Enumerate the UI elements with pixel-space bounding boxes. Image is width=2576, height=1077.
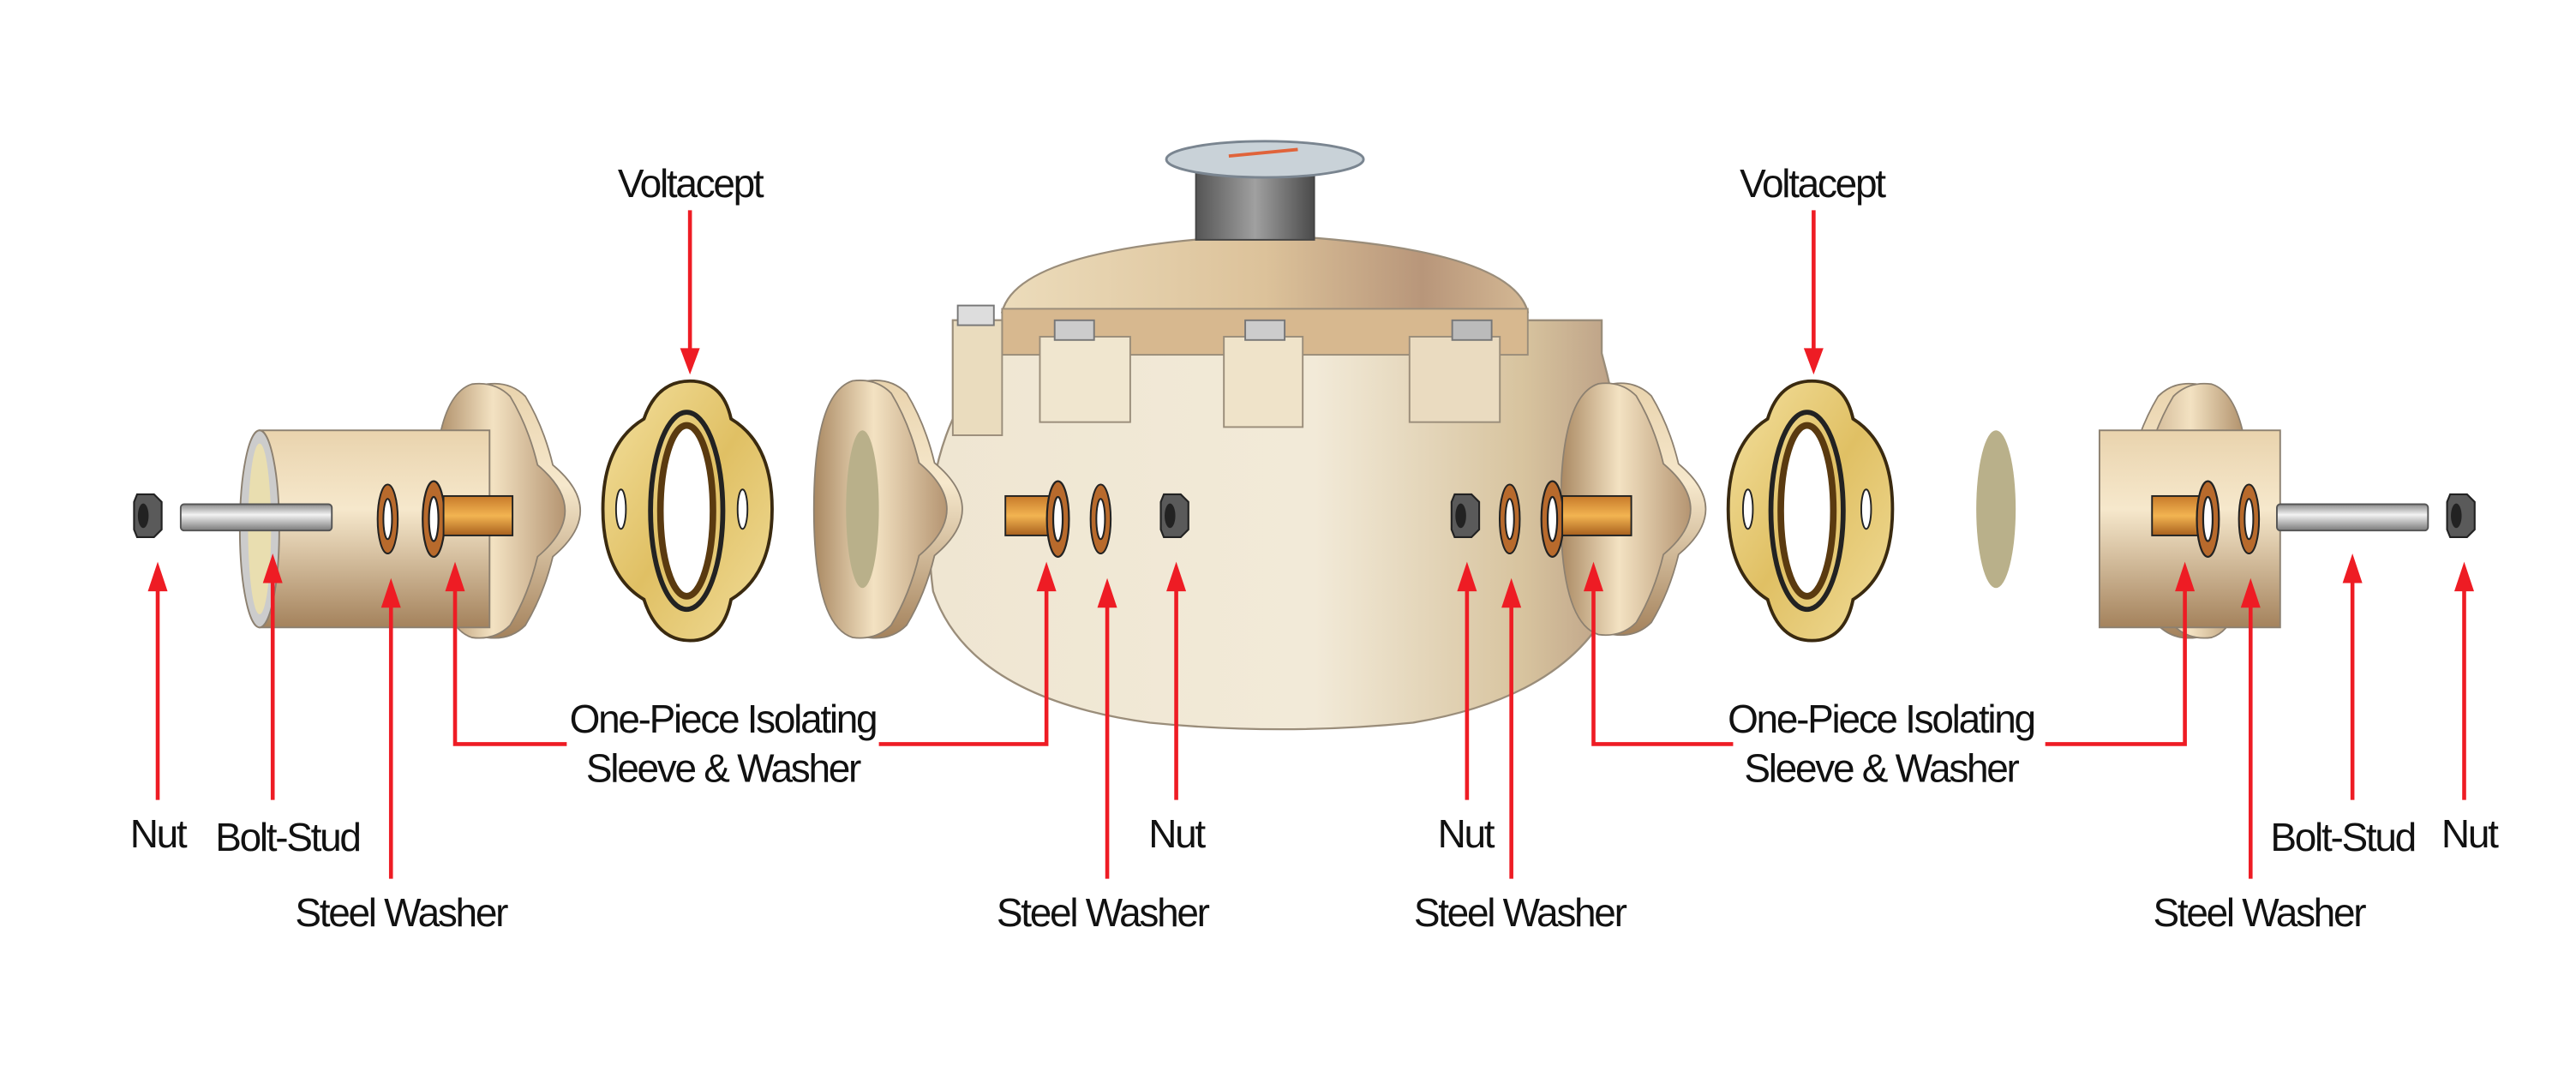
label-voltacept-right: Voltacept [1740, 161, 1886, 206]
label-steel-washer-center-right: Steel Washer [1414, 890, 1627, 935]
bolt-stud-right [2276, 503, 2429, 532]
label-nut-far-left: Nut [130, 811, 188, 856]
label-bolt-stud-right: Bolt-Stud [2270, 815, 2415, 859]
bolt-stud-left [179, 503, 333, 532]
label-bolt-stud-left: Bolt-Stud [215, 815, 360, 859]
steel-washer-icon [1089, 483, 1112, 555]
isolating-washer-icon [1540, 480, 1565, 559]
nut-icon [133, 493, 163, 539]
flange-bore [846, 430, 879, 589]
label-steel-washer-right: Steel Washer [2153, 890, 2366, 935]
isolating-sleeve-center-right [1561, 494, 1632, 536]
label-steel-washer-left: Steel Washer [295, 890, 508, 935]
label-nut-center-left: Nut [1148, 811, 1206, 856]
callout-arrows [147, 210, 2475, 879]
voltacept-gasket-left [601, 379, 774, 643]
isolating-washer-icon [1045, 480, 1070, 559]
nut-icon [1450, 493, 1481, 539]
bolt-lugs [951, 304, 1501, 436]
label-steel-washer-center-left: Steel Washer [997, 890, 1210, 935]
flange-bore [1976, 430, 2016, 589]
label-nut-far-right: Nut [2441, 811, 2499, 856]
isolating-sleeve-right [2151, 494, 2206, 536]
isolating-washer-icon [2196, 480, 2220, 559]
nut-icon [2446, 493, 2476, 539]
label-sleeve-left-line1: One-Piece Isolating [570, 697, 877, 741]
isolating-sleeve-left [442, 494, 514, 536]
steel-washer-icon [1498, 483, 1521, 555]
label-nut-center-right: Nut [1438, 811, 1495, 856]
label-sleeve-left-line2: Sleeve & Washer [586, 745, 861, 790]
steel-washer-icon [376, 483, 399, 555]
isolating-washer-icon [422, 480, 446, 559]
steel-washer-icon [2238, 483, 2261, 555]
meter-body [928, 140, 1631, 731]
label-voltacept-left: Voltacept [618, 161, 764, 206]
register-gauge-icon [1165, 140, 1365, 241]
nut-icon [1159, 493, 1189, 539]
voltacept-gasket-right [1726, 379, 1895, 643]
label-sleeve-right-line1: One-Piece Isolating [1728, 697, 2034, 741]
label-sleeve-right-line2: Sleeve & Washer [1744, 745, 2019, 790]
